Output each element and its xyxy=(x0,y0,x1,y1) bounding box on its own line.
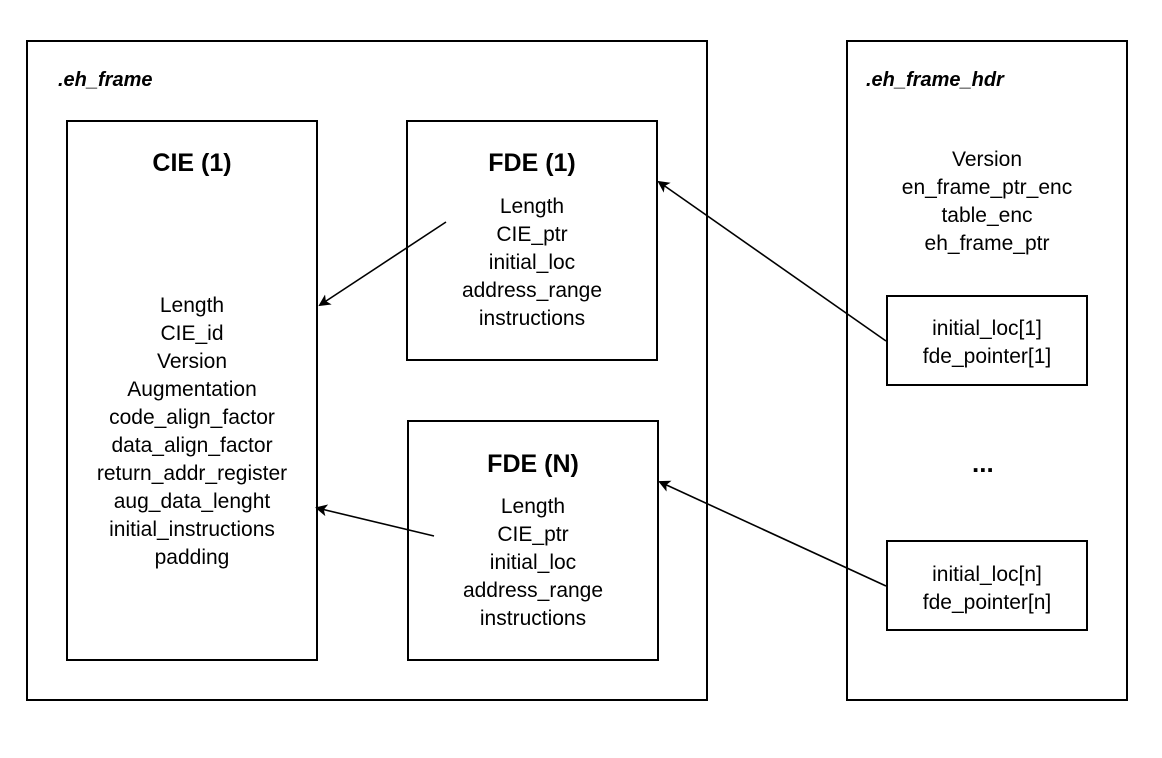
hdr-header-field: en_frame_ptr_enc xyxy=(901,176,1073,199)
hdr-header-field: Version xyxy=(951,148,1023,171)
fde-1-field: instructions xyxy=(478,307,586,330)
cie-field: Length xyxy=(159,294,225,317)
fde-1-field-list: Length CIE_ptr initial_loc address_range… xyxy=(408,193,656,333)
cie-title: CIE (1) xyxy=(152,149,232,177)
hdr-entry-1-box: initial_loc[1] fde_pointer[1] xyxy=(886,295,1088,386)
arrow-fde-1-to-cie xyxy=(318,221,447,307)
cie-field: Version xyxy=(156,350,228,373)
hdr-header-field: eh_frame_ptr xyxy=(924,232,1050,255)
hdr-entry-n-field: fde_pointer[n] xyxy=(922,591,1052,614)
arrow-fde-n-to-cie xyxy=(315,504,435,537)
fde-n-field: instructions xyxy=(479,607,587,630)
arrow-hdr-entry-1-to-fde-1 xyxy=(657,180,887,342)
hdr-entry-n-field: initial_loc[n] xyxy=(932,563,1042,586)
cie-field: padding xyxy=(154,546,230,569)
cie-field: Augmentation xyxy=(127,378,257,401)
fde-n-title: FDE (N) xyxy=(487,450,579,478)
cie-field-list: Length CIE_id Version Augmentation code_… xyxy=(68,292,316,572)
hdr-entry-1-field: fde_pointer[1] xyxy=(922,345,1052,368)
fde-n-field-list: Length CIE_ptr initial_loc address_range… xyxy=(409,493,657,633)
fde-n-field: Length xyxy=(500,495,566,518)
hdr-entry-n-box: initial_loc[n] fde_pointer[n] xyxy=(886,540,1088,631)
cie-field: data_align_factor xyxy=(111,434,273,457)
hdr-header-field-list: Version en_frame_ptr_enc table_enc eh_fr… xyxy=(846,146,1128,258)
fde-n-field: CIE_ptr xyxy=(497,523,569,546)
fde-1-title: FDE (1) xyxy=(488,149,576,177)
hdr-header-field: table_enc xyxy=(941,204,1033,227)
fde-1-field: initial_loc xyxy=(488,251,576,274)
hdr-entry-1-field-list: initial_loc[1] fde_pointer[1] xyxy=(888,315,1086,371)
hdr-entry-1-field: initial_loc[1] xyxy=(932,317,1042,340)
eh-frame-hdr-title: .eh_frame_hdr xyxy=(866,69,1004,91)
hdr-ellipsis: ... xyxy=(972,448,994,478)
cie-field: initial_instructions xyxy=(109,518,275,541)
fde-1-field: CIE_ptr xyxy=(496,223,568,246)
fde-1-field: Length xyxy=(499,195,565,218)
cie-field: aug_data_lenght xyxy=(113,490,271,513)
fde-n-field: initial_loc xyxy=(489,551,577,574)
cie-field: CIE_id xyxy=(160,322,224,345)
eh-frame-title: .eh_frame xyxy=(58,69,153,91)
cie-field: return_addr_register xyxy=(96,462,288,485)
fde-n-field: address_range xyxy=(462,579,604,602)
fde-n-box: FDE (N) Length CIE_ptr initial_loc addre… xyxy=(407,420,659,661)
cie-field: code_align_factor xyxy=(109,406,275,429)
cie-box: CIE (1) Length CIE_id Version Augmentati… xyxy=(66,120,318,661)
fde-1-box: FDE (1) Length CIE_ptr initial_loc addre… xyxy=(406,120,658,361)
hdr-entry-n-field-list: initial_loc[n] fde_pointer[n] xyxy=(888,561,1086,617)
fde-1-field: address_range xyxy=(461,279,603,302)
arrow-hdr-entry-n-to-fde-n xyxy=(658,480,887,587)
